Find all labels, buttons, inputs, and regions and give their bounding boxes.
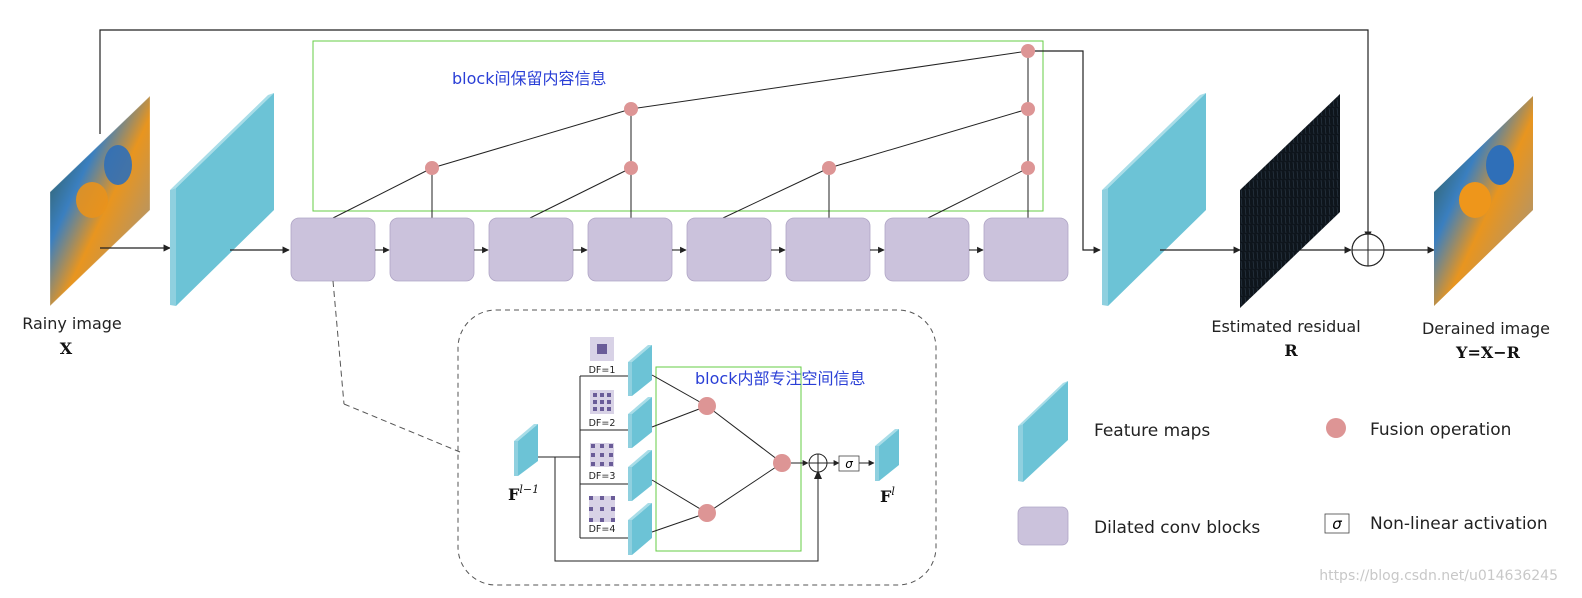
fusion-output-line [1028,50,1101,254]
skip-connection-line [99,29,1372,239]
conv-block [884,217,970,282]
output-feature-label: Fl [880,485,895,506]
derained-image [1434,96,1533,306]
fusion-node [425,161,439,175]
conv-block [290,217,376,282]
legend-fusion-swatch [1326,418,1346,438]
fusion-node [698,504,716,522]
dilated-feature-maps [628,345,652,555]
legend-sigma-swatch [1324,513,1350,534]
fusion-node [624,161,638,175]
legend-fusion-label: Fusion operation [1370,420,1511,440]
branch-lines [538,375,819,562]
fusion-node [1021,102,1035,116]
legend-conv-block-swatch [1017,506,1069,546]
subtraction-node [1351,233,1385,267]
estimated-residual-image [1240,94,1340,308]
feature-map-input-small [514,424,538,476]
addition-node [808,453,828,473]
df-kernel-3 [590,443,614,467]
feature-map-output [1102,93,1206,306]
rainy-image-caption: Rainy image [22,314,122,333]
fusion-nodes [425,44,1035,175]
df-label: DF=2 [589,418,616,429]
df-label: DF=3 [589,471,616,482]
legend-feature-map-swatch [1018,381,1068,482]
legend-activation-label: Non-linear activation [1370,514,1548,534]
residual-caption: Estimated residual [1211,317,1360,336]
within-block-note: block内部专注空间信息 [695,369,865,388]
inner-fusion-nodes [698,397,791,522]
sigma-box: σ [838,455,860,472]
watermark: https://blog.csdn.net/u014636245 [1319,568,1558,584]
feature-map-df1 [628,345,652,396]
derained-caption: Derained image [1422,319,1550,338]
legend-feature-maps-label: Feature maps [1094,421,1210,441]
legend-conv-blocks-label: Dilated conv blocks [1094,518,1260,538]
fusion-node [624,102,638,116]
conv-block [983,217,1069,282]
fusion-node [1021,44,1035,58]
residual-symbol: R [1284,341,1298,360]
zoom-leader-line [343,403,461,453]
legend-sigma-symbol: σ [1332,515,1342,533]
input-feature-label: Fl−1 [508,483,539,504]
feature-map-df3 [628,450,652,501]
fusion-node [773,454,791,472]
feature-map-output-small [875,429,899,481]
block-detail-panel [457,309,937,586]
fusion-node [698,397,716,415]
derained-formula: Y=X−R [1455,343,1521,362]
sigma-symbol: σ [845,457,853,471]
df-kernel-4 [589,496,615,522]
fusion-node [1021,161,1035,175]
conv-block [785,217,871,282]
between-blocks-note: block间保留内容信息 [452,69,606,88]
zoom-leader-line [332,280,345,405]
df-label: DF=4 [589,524,616,535]
residual-arrowhead [814,470,822,479]
within-block-box [655,366,802,552]
inner-fusion-lines [651,374,783,533]
between-blocks-box [312,40,1044,212]
rainy-image-symbol: X [60,339,73,358]
conv-block [389,217,475,282]
conv-block [686,217,772,282]
conv-block [587,217,673,282]
df-kernel-1 [590,337,614,361]
fusion-connections [332,50,1029,219]
legend: Feature maps Dilated conv blocks Fusion … [1017,381,1548,546]
df-label: DF=1 [589,365,616,376]
feature-map-df4 [628,503,652,555]
rainy-image [49,95,151,307]
conv-block [488,217,574,282]
feature-map-df2 [628,397,652,448]
dilated-conv-blocks [290,217,1069,282]
fusion-node [822,161,836,175]
feature-map-input [170,93,274,306]
df-kernel-2 [590,390,614,414]
